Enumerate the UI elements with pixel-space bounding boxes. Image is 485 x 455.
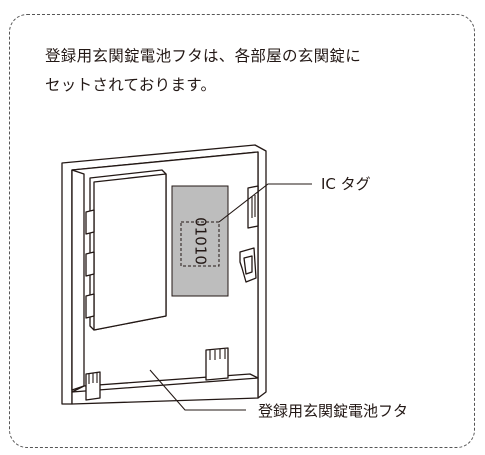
- bottom-right-connector: [205, 347, 229, 381]
- dashed-frame: [9, 14, 475, 448]
- left-clip-upper: [85, 209, 95, 235]
- ic-tag-chip-outline: [180, 221, 220, 267]
- description-text: 登録用玄関錠電池フタは、各部屋の玄関錠に セットされております。: [45, 42, 465, 100]
- left-clip-middle: [85, 251, 95, 277]
- battery-cover-leader-line: [149, 369, 246, 411]
- ic-tag-label: IC タグ: [321, 175, 371, 193]
- left-clip-lower: [85, 293, 95, 319]
- ic-tag-leader-line: [218, 183, 312, 223]
- left-raised-block-face: [93, 173, 167, 331]
- description-line-1: 登録用玄関錠電池フタは、各部屋の玄関錠に: [45, 47, 362, 65]
- battery-cover-label: 登録用玄関錠電池フタ: [258, 402, 409, 420]
- right-hook-inner: [243, 255, 253, 275]
- cover-left-wall: [71, 169, 85, 391]
- description-line-2: セットされております。: [45, 76, 217, 94]
- ic-tag-number: 01010: [192, 217, 210, 265]
